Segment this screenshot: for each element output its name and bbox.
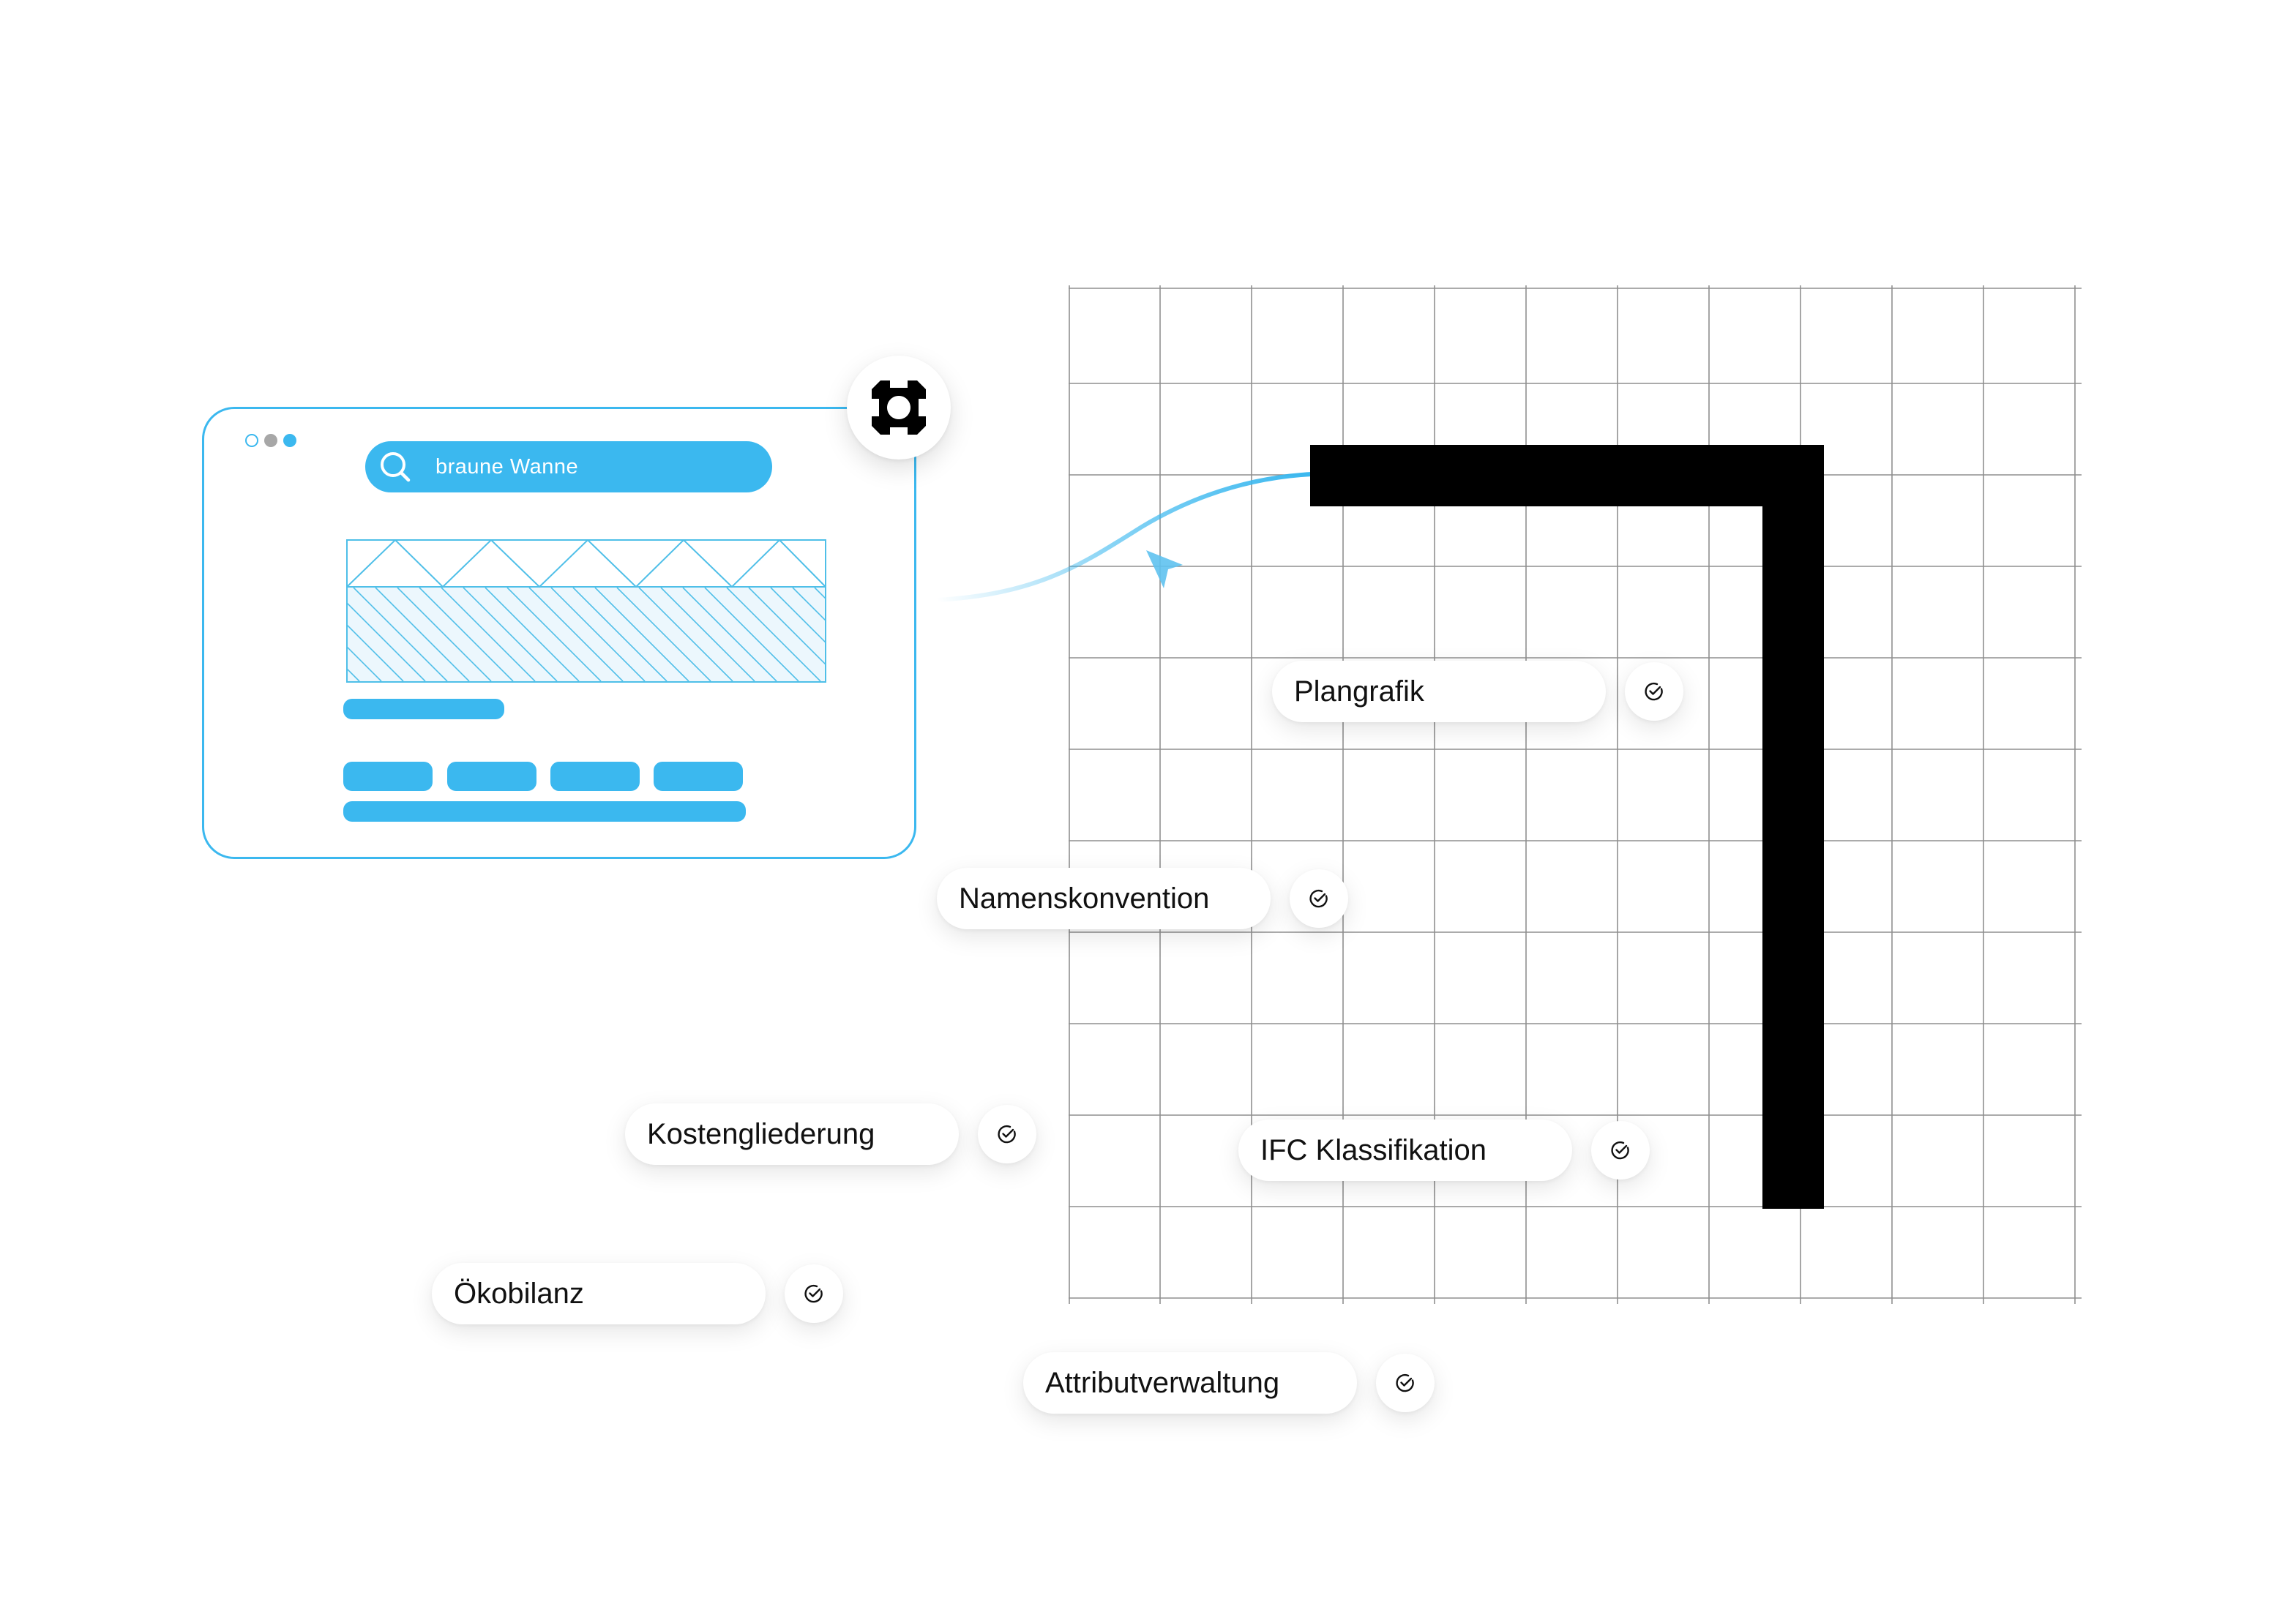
- text-placeholder-bar: [343, 801, 746, 822]
- check-circle-icon: [804, 1284, 823, 1303]
- check-circle-icon: [1396, 1373, 1414, 1392]
- material-layer-preview: [346, 539, 826, 683]
- tag-label-pill[interactable]: Attributverwaltung: [1023, 1352, 1357, 1414]
- window-dot-blue[interactable]: [283, 434, 296, 447]
- tag-label: Namenskonvention: [959, 882, 1210, 915]
- tag-check-button[interactable]: [1290, 869, 1348, 928]
- tag-label: Plangrafik: [1294, 675, 1424, 708]
- tag-label-pill[interactable]: Namenskonvention: [937, 868, 1271, 929]
- title-placeholder-bar: [343, 699, 504, 719]
- wall-horizontal: [1310, 445, 1824, 506]
- gear-icon: [872, 380, 926, 435]
- chip-placeholder-2: [447, 762, 536, 791]
- search-bar[interactable]: braune Wanne: [365, 441, 772, 492]
- window-controls: [245, 434, 296, 447]
- tag-label-pill[interactable]: Plangrafik: [1272, 661, 1606, 722]
- browser-window: braune Wanne: [202, 407, 916, 859]
- cursor-arrow-icon: [1146, 550, 1183, 588]
- check-circle-icon: [1611, 1141, 1629, 1160]
- window-dot-outline[interactable]: [245, 434, 258, 447]
- tag-label-pill[interactable]: Kostengliederung: [625, 1103, 959, 1165]
- search-query: braune Wanne: [435, 455, 579, 479]
- tag-label-pill[interactable]: Ökobilanz: [432, 1263, 766, 1324]
- search-icon: [381, 452, 411, 482]
- settings-badge[interactable]: [847, 356, 951, 460]
- tag-check-button[interactable]: [1376, 1354, 1435, 1412]
- check-circle-icon: [998, 1125, 1016, 1144]
- check-circle-icon: [1645, 682, 1663, 701]
- tag-check-button[interactable]: [1625, 662, 1683, 721]
- tag-check-button[interactable]: [1591, 1121, 1650, 1180]
- tag-check-button[interactable]: [978, 1105, 1036, 1163]
- check-circle-icon: [1309, 889, 1328, 908]
- tag-label: IFC Klassifikation: [1260, 1133, 1487, 1166]
- tag-label: Ökobilanz: [454, 1277, 584, 1310]
- chip-placeholder-4: [654, 762, 743, 791]
- chip-placeholder-1: [343, 762, 433, 791]
- tag-label: Attributverwaltung: [1045, 1366, 1280, 1399]
- window-dot-gray[interactable]: [264, 434, 277, 447]
- plan-grid: [1069, 285, 2082, 1304]
- tag-check-button[interactable]: [785, 1264, 843, 1323]
- tag-label: Kostengliederung: [647, 1117, 875, 1150]
- chip-placeholder-3: [550, 762, 640, 791]
- wall-vertical: [1762, 445, 1824, 1209]
- tag-label-pill[interactable]: IFC Klassifikation: [1238, 1120, 1572, 1181]
